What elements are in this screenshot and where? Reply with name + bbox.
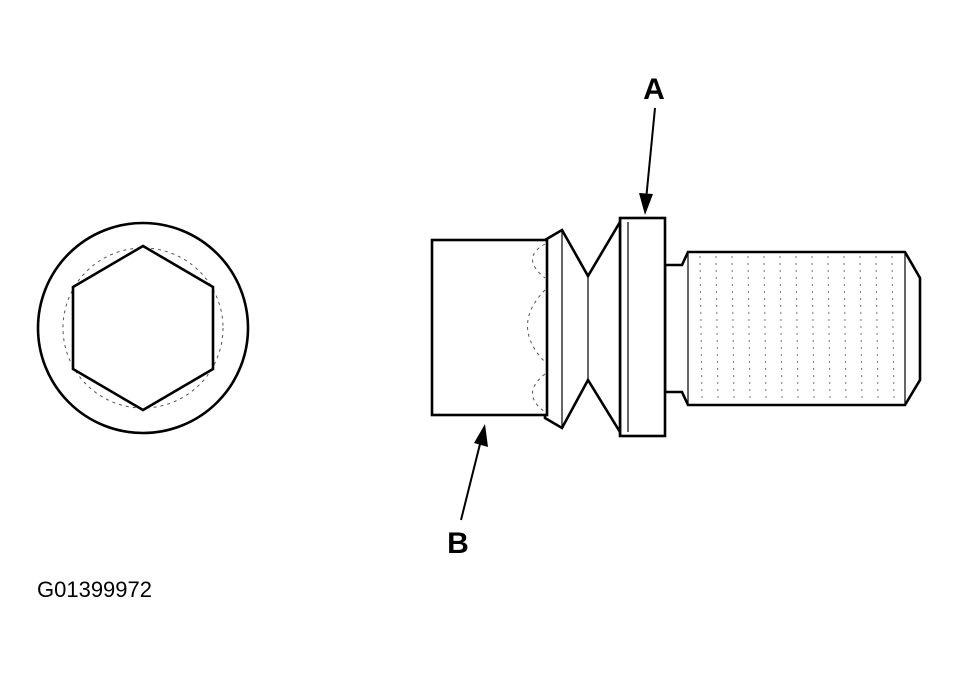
bolt-end-view: [36, 221, 250, 435]
shank-outline: [663, 250, 922, 407]
callout-a-label: A: [643, 73, 665, 106]
callout-b-arrow-line: [460, 439, 482, 521]
callout-b-arrowhead: [474, 424, 488, 447]
end-view-inner-circle: [62, 247, 224, 409]
threaded-shank: [663, 250, 922, 407]
bolt-head: [430, 238, 549, 417]
callout-a: A: [639, 73, 665, 215]
thread-lines: [699, 255, 895, 401]
callout-a-arrowhead: [639, 193, 653, 215]
bolt-collar: [618, 216, 667, 438]
bolt-side-view: [430, 216, 922, 438]
figure-id: G01399972: [37, 577, 152, 602]
callout-b-label: B: [447, 527, 469, 560]
callout-b: B: [447, 424, 488, 560]
bolt-groove: [543, 217, 622, 437]
callout-a-arrow-line: [645, 107, 656, 201]
bolt-scallops: [527, 243, 546, 413]
hex-socket: [71, 244, 215, 412]
